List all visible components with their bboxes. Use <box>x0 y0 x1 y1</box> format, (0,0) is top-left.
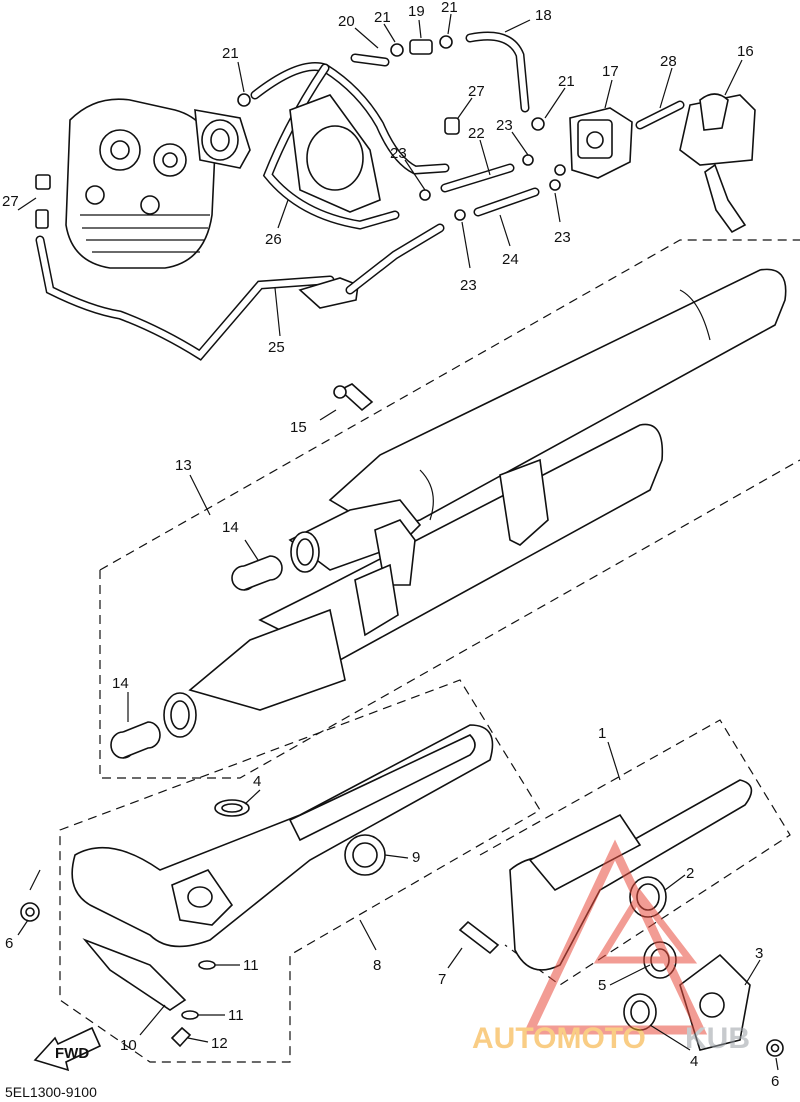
callout-23: 23 <box>554 229 571 246</box>
exhaust-pipes <box>20 679 791 1063</box>
callout-14: 14 <box>112 675 129 692</box>
callout-18: 18 <box>535 7 552 24</box>
callout-10: 10 <box>120 1037 137 1054</box>
callout-leaders <box>17 13 779 1071</box>
callout-27: 27 <box>2 193 19 210</box>
fwd-label: FWD <box>55 1045 89 1062</box>
cylinder-head <box>65 98 251 269</box>
callout-21: 21 <box>374 9 391 26</box>
callout-1: 1 <box>598 725 606 742</box>
callout-25: 25 <box>268 339 285 356</box>
watermark-logo: AUTOMOTO KUB <box>472 839 750 1055</box>
callout-2: 2 <box>686 865 694 882</box>
callout-21: 21 <box>441 0 458 16</box>
callout-16: 16 <box>737 43 754 60</box>
callout-23: 23 <box>460 277 477 294</box>
collar-14a <box>231 555 283 591</box>
callout-14: 14 <box>222 519 239 536</box>
callout-23: 23 <box>390 145 407 162</box>
watermark-text-1: AUTOMOTO <box>472 1022 646 1055</box>
callout-15: 15 <box>290 419 307 436</box>
callout-6: 6 <box>771 1073 779 1090</box>
callout-labels: 20 21 19 21 18 21 27 21 17 28 16 27 26 2… <box>2 0 779 1090</box>
muffler-assembly <box>99 239 800 779</box>
callout-19: 19 <box>408 3 425 20</box>
watermark-text-2: KUB <box>685 1022 750 1055</box>
callout-11: 11 <box>228 1007 244 1024</box>
callout-21: 21 <box>222 45 239 62</box>
callout-22: 22 <box>468 125 485 142</box>
callout-9: 9 <box>412 849 420 866</box>
callout-12: 12 <box>211 1035 228 1052</box>
callout-3: 3 <box>755 945 763 962</box>
fwd-arrow: FWD <box>33 1026 102 1072</box>
callout-17: 17 <box>602 63 619 80</box>
collar-14b <box>110 721 161 759</box>
air-induction-hoses <box>35 31 756 361</box>
diagram-code: 5EL1300-9100 <box>5 1084 97 1100</box>
callout-4: 4 <box>253 773 261 790</box>
callout-13: 13 <box>175 457 192 474</box>
callout-11: 11 <box>243 957 259 974</box>
callout-8: 8 <box>373 957 381 974</box>
callout-21: 21 <box>558 73 575 90</box>
callout-24: 24 <box>502 251 519 268</box>
callout-20: 20 <box>338 13 355 30</box>
callout-26: 26 <box>265 231 282 248</box>
callout-28: 28 <box>660 53 677 70</box>
callout-6: 6 <box>5 935 13 952</box>
callout-27: 27 <box>468 83 485 100</box>
callout-23: 23 <box>496 117 513 134</box>
callout-7: 7 <box>438 971 446 988</box>
callout-4: 4 <box>690 1053 698 1070</box>
callout-5: 5 <box>598 977 606 994</box>
